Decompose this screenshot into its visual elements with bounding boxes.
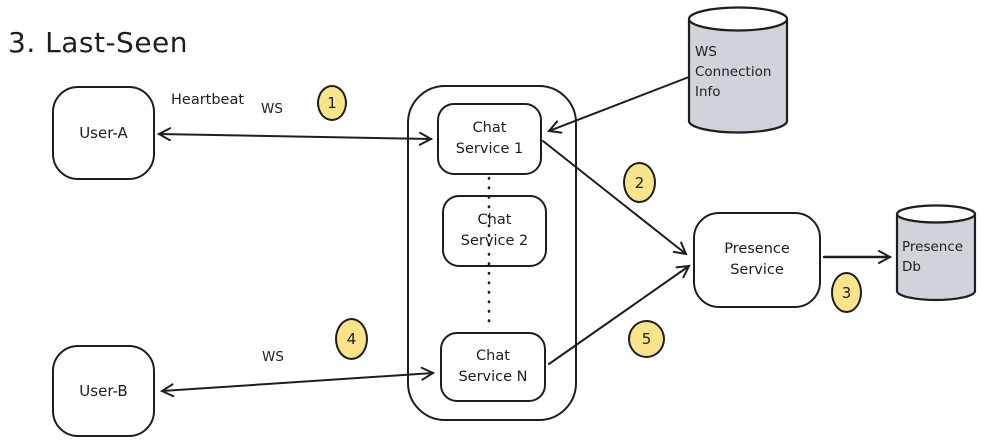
ws-connection-info-label-line3: Info	[695, 84, 721, 100]
step-badge-1: 1	[317, 85, 347, 121]
step-badge-2: 2	[623, 162, 656, 203]
arrow-chat-service-n-presence-service	[548, 264, 691, 365]
presence-service-label-line2: Service	[730, 262, 784, 278]
diagram-title: 3. Last-Seen	[8, 26, 189, 59]
step-badge-4: 4	[335, 318, 368, 360]
step-badge-5: 5	[628, 320, 665, 358]
arrow-user-b-chat-service-n	[159, 366, 436, 398]
step-badge-4-number: 4	[346, 330, 357, 348]
chat-service-n-label-line1: Chat	[476, 348, 510, 364]
step-badge-3-number: 3	[841, 283, 852, 302]
presence-db-label-line1: Presence	[902, 239, 964, 255]
chat-service-n-node: Chat Service N	[440, 332, 546, 402]
chat-service-2-label-line1: Chat	[477, 212, 512, 228]
ws-connection-info-cylinder	[687, 6, 789, 134]
user-a-label: User-A	[79, 123, 128, 142]
chat-service-n-label-line2: Service N	[458, 369, 528, 385]
arrow-chat-service-1-presence-service	[542, 140, 688, 256]
chat-service-2-label-line2: Service 2	[460, 233, 529, 249]
ws-connection-info-label: WS Connection Info	[695, 42, 771, 102]
chat-services-group	[407, 85, 577, 421]
arrow-user-a-chat-service	[156, 127, 434, 146]
chat-service-1-node: Chat Service 1	[437, 103, 542, 175]
user-a-node: User-A	[52, 86, 155, 180]
ws-bottom-edge-label: WS	[262, 349, 284, 365]
user-b-label: User-B	[79, 381, 128, 400]
chat-service-1-label-line2: Service 1	[455, 141, 524, 157]
chat-service-2-node: Chat Service 2	[442, 195, 547, 267]
presence-service-node: Presence Service	[693, 212, 821, 308]
heartbeat-edge-label: Heartbeat	[171, 92, 245, 108]
presence-service-label-line1: Presence	[724, 241, 790, 257]
ws-top-edge-label: WS	[261, 101, 283, 117]
step-badge-1-number: 1	[327, 94, 337, 112]
presence-db-label-line2: Db	[902, 259, 921, 275]
ws-connection-info-label-line1: WS	[695, 44, 717, 60]
step-badge-5-number: 5	[641, 330, 652, 348]
step-badge-2-number: 2	[634, 173, 645, 192]
ws-connection-info-label-line2: Connection	[695, 64, 772, 80]
presence-db-cylinder	[895, 204, 977, 302]
user-b-node: User-B	[52, 345, 155, 437]
chat-service-1-label-line1: Chat	[472, 120, 507, 136]
step-badge-3: 3	[831, 272, 862, 313]
presence-db-label: Presence Db	[902, 237, 963, 277]
